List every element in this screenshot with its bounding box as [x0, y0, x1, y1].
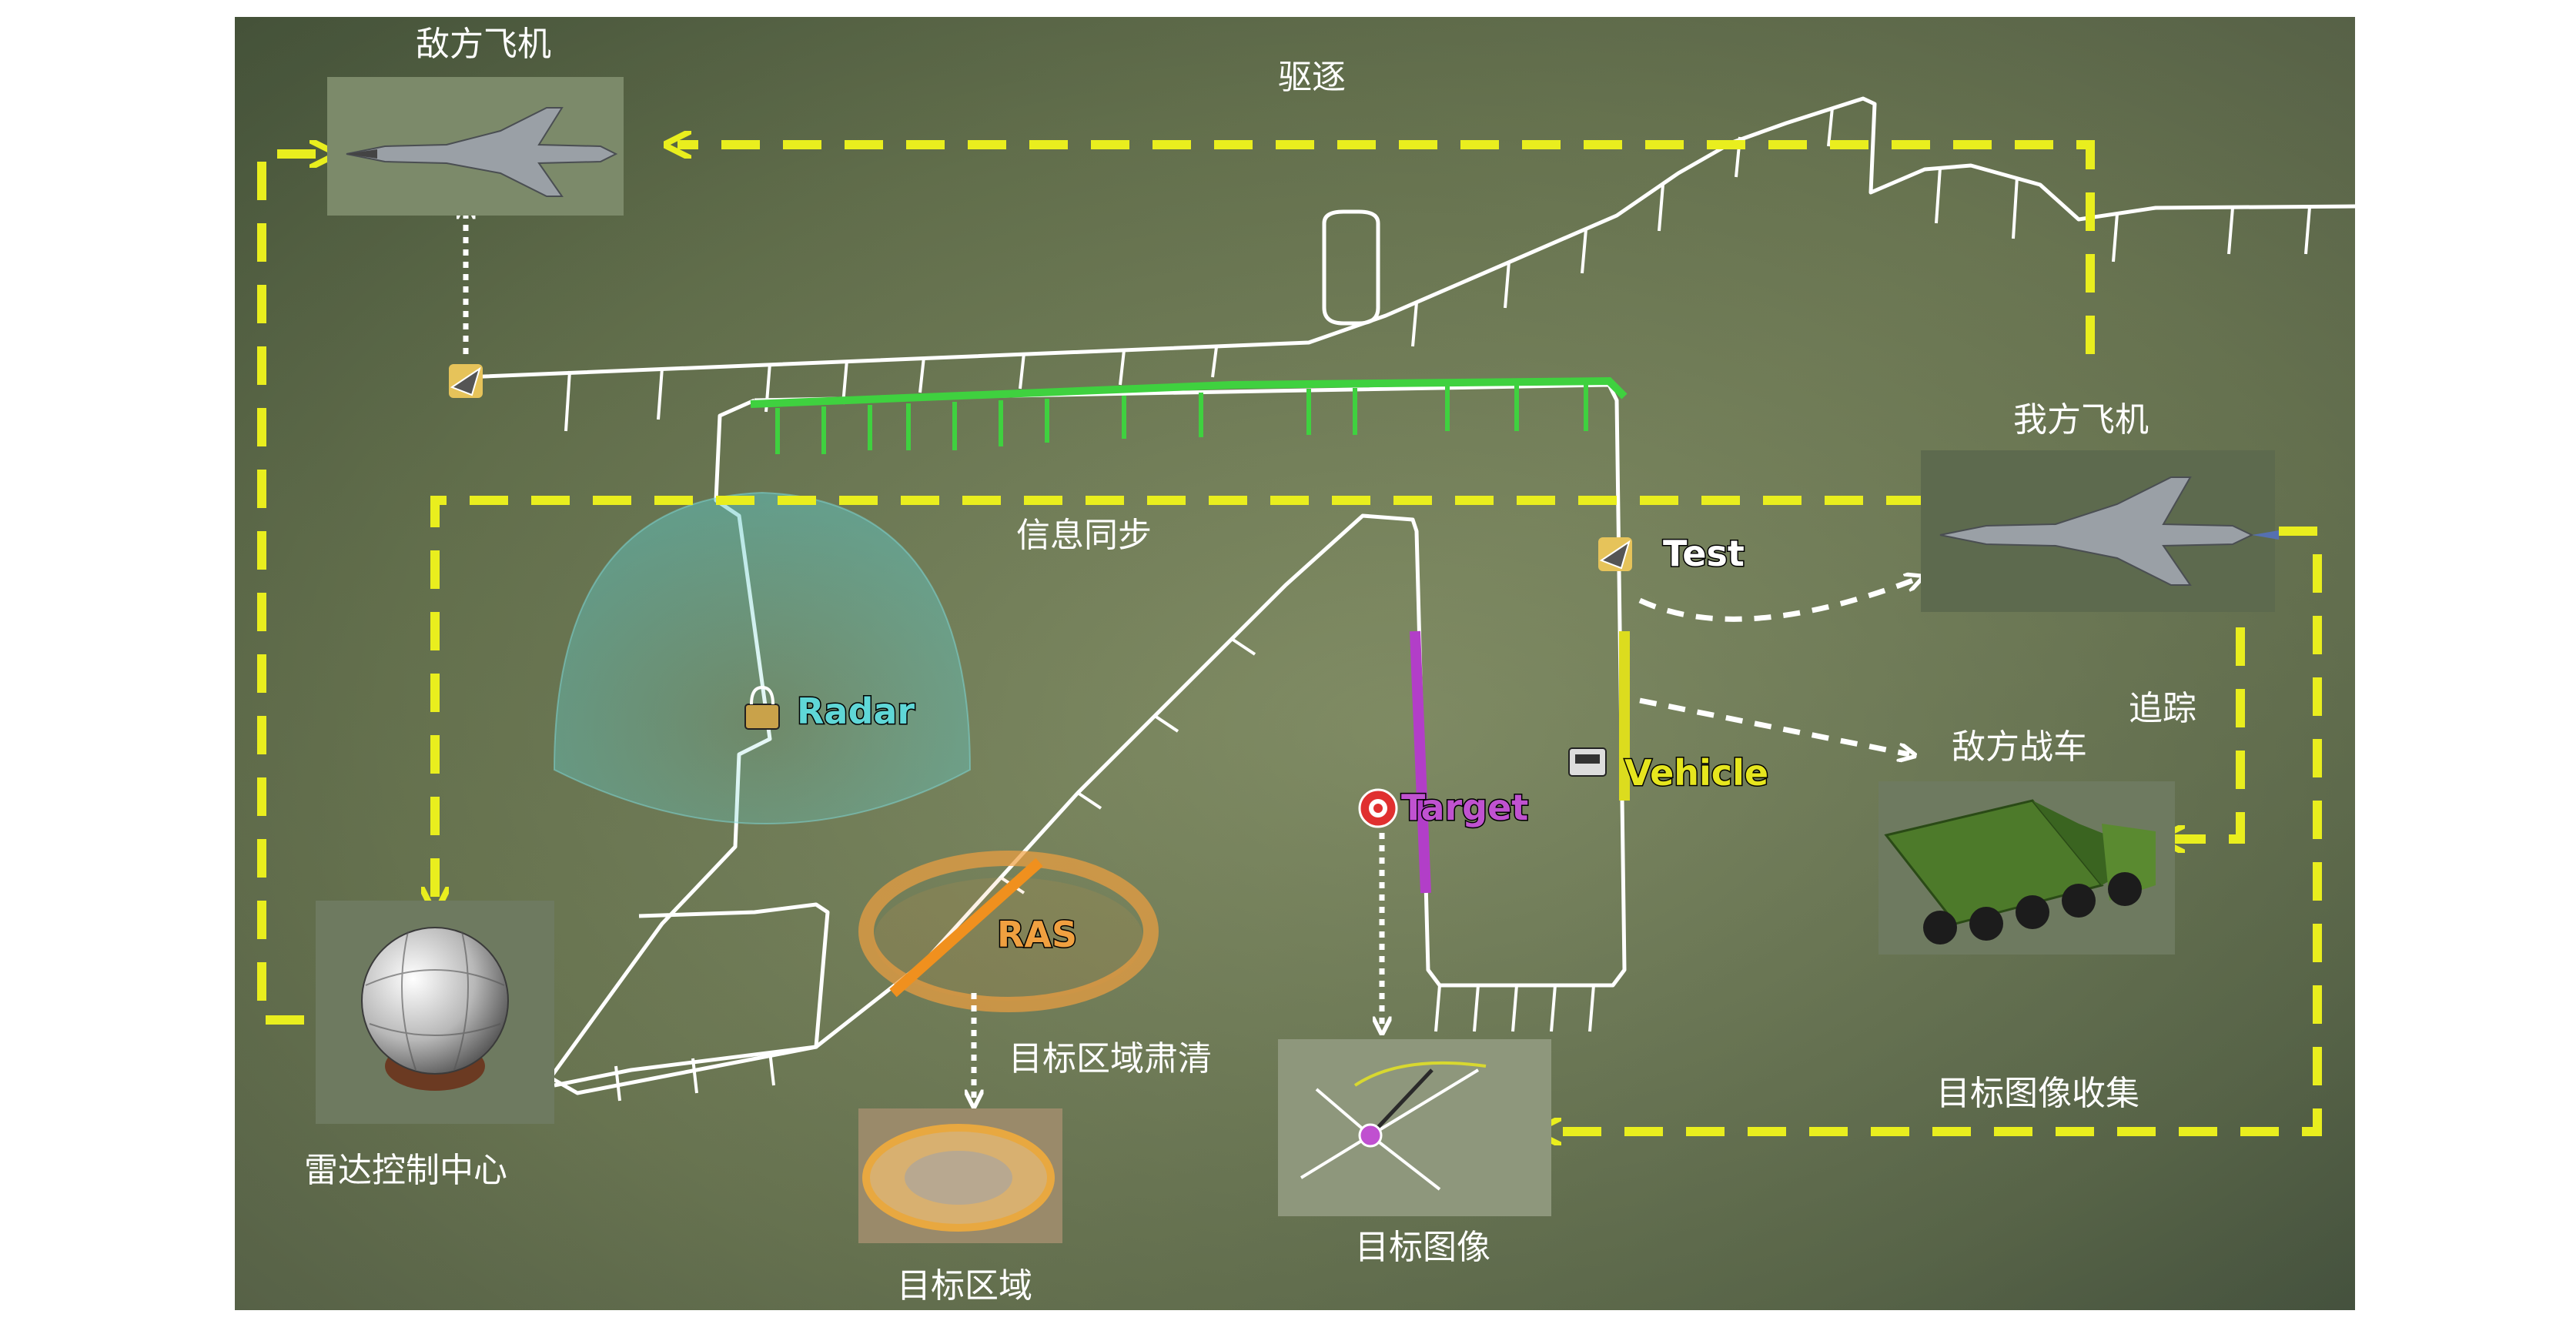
- target-image-panel: [1278, 1039, 1551, 1216]
- map-label-ras: RAS: [997, 914, 1077, 955]
- caption-enemy-plane: 敌方飞机: [416, 25, 551, 64]
- radar-dome-icon: [361, 927, 509, 1075]
- caption-enemy-vehicle: 敌方战车: [1952, 727, 2087, 767]
- caption-info-sync: 信息同步: [1016, 516, 1152, 555]
- target-icon: [1358, 788, 1398, 828]
- truck-icon: [1884, 799, 2156, 945]
- plane-icon: [346, 107, 618, 197]
- our-plane-panel: [1921, 450, 2279, 612]
- map-label-test: Test: [1663, 533, 1745, 574]
- ras-zone: [858, 851, 1159, 1012]
- caption-target-area-clear: 目标区域肃清: [1009, 1039, 1212, 1078]
- caption-radar-center: 雷达控制中心: [304, 1151, 507, 1190]
- target-area-panel: [858, 1108, 1062, 1243]
- caption-target-image: 目标图像: [1355, 1228, 1490, 1267]
- map-label-vehicle: Vehicle: [1624, 752, 1768, 794]
- map-label-radar: Radar: [797, 690, 915, 732]
- caption-target-area: 目标区域: [897, 1266, 1032, 1306]
- enemy-vehicle-panel: [1878, 781, 2175, 955]
- plane-icon: [1598, 537, 1632, 571]
- vehicle-icon: [1568, 747, 1607, 777]
- caption-drive-away: 驱逐: [1278, 58, 1346, 97]
- green-track: [750, 376, 1628, 454]
- caption-target-image-collect: 目标图像收集: [1936, 1074, 2139, 1113]
- dashed-flow-lines: [257, 145, 2322, 1132]
- caption-tracking: 追踪: [2129, 689, 2196, 728]
- plane-icon: [449, 364, 483, 398]
- radar-coverage-dome: [553, 491, 972, 824]
- plane-icon: [1939, 476, 2279, 586]
- enemy-plane-panel: [327, 77, 624, 216]
- lock-icon: [744, 685, 780, 730]
- magenta-track: [1410, 630, 1431, 894]
- map-label-target: Target: [1401, 787, 1528, 828]
- caption-our-plane: 我方飞机: [2013, 400, 2149, 440]
- white-arrows: [466, 208, 1917, 1101]
- radar-center-panel: [316, 901, 554, 1124]
- target-icon: [1358, 1123, 1383, 1148]
